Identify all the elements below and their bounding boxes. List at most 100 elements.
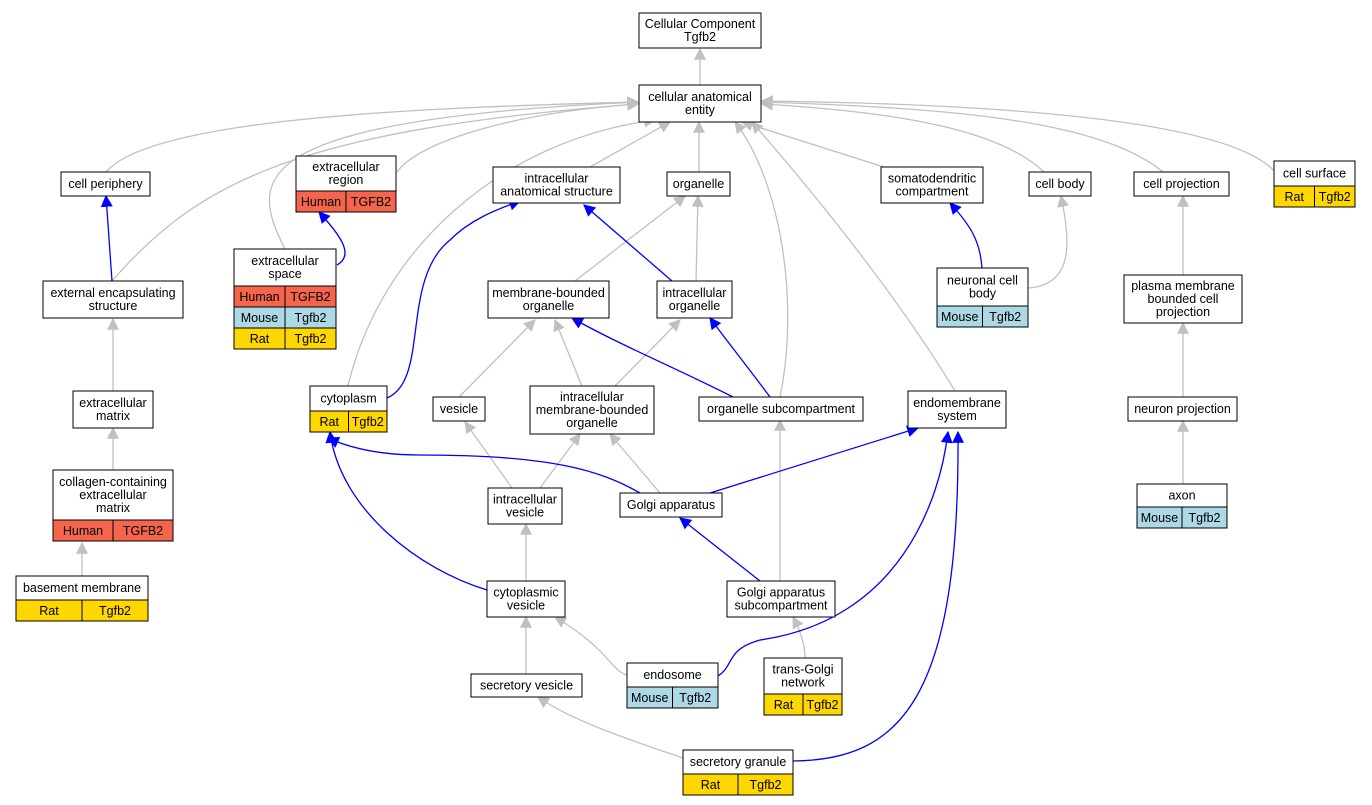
annotation-gene-cell <box>982 305 1029 328</box>
node-label: network <box>781 676 826 690</box>
node-label: extracellular <box>79 488 146 502</box>
annotation-species: Rat <box>701 778 721 792</box>
node-label: cell surface <box>1283 167 1346 181</box>
node-cell-periphery[interactable]: cell periphery <box>60 171 151 197</box>
node-label: Cellular Component <box>645 17 756 31</box>
node-label: organelle <box>673 177 724 191</box>
annotation-gene-cell <box>345 190 397 213</box>
node-label: projection <box>1156 305 1210 319</box>
edge-cell-surface-to-cae <box>760 95 1276 173</box>
node-label: organelle <box>566 416 617 430</box>
edge-intracellular-vesicle-to-vesicle <box>464 421 513 489</box>
node-label: secretory vesicle <box>480 679 573 693</box>
annotation-gene-cell <box>112 519 174 542</box>
edge-membrane-bounded-to-organelle <box>574 195 686 282</box>
annotation-gene: TGFB2 <box>351 195 391 209</box>
node-label: Tgfb2 <box>684 30 716 44</box>
node-label: endomembrane <box>913 396 1001 410</box>
node-organelle-subcomp[interactable]: organelle subcompartment <box>698 396 864 422</box>
node-box <box>486 580 566 618</box>
annotation-gene-cell <box>737 773 794 796</box>
node-cell-body[interactable]: cell body <box>1028 171 1092 197</box>
node-label: neuron projection <box>1134 402 1231 416</box>
edge-vesicle-to-membrane-bounded <box>458 319 536 398</box>
node-box <box>470 673 583 698</box>
node-label: intracellular <box>663 286 727 300</box>
node-golgi[interactable]: Golgi apparatus <box>619 492 723 518</box>
node-label: space <box>268 267 301 281</box>
node-box <box>487 487 563 525</box>
node-label: Golgi apparatus <box>737 586 825 600</box>
node-organelle[interactable]: organelle <box>666 171 731 197</box>
edge-organelle-subcomp-part-of-membrane-bounded <box>570 317 734 398</box>
node-label: basement membrane <box>23 581 141 595</box>
node-label: membrane-bounded <box>536 403 649 417</box>
node-cell-projection[interactable]: cell projection <box>1133 171 1230 197</box>
edge-organelle-subcomp-to-cae <box>734 121 789 398</box>
node-vesicle[interactable]: vesicle <box>432 396 486 422</box>
annotation-species: Mouse <box>941 310 979 324</box>
node-label: cell projection <box>1143 177 1219 191</box>
node-neuron-projection[interactable]: neuron projection <box>1127 396 1238 422</box>
node-collagen-ecm[interactable]: collagen-containingextracellularmatrixHu… <box>52 469 174 542</box>
edge-neuronal-cell-body-to-cell-body <box>1027 194 1070 289</box>
node-label: endosome <box>643 668 701 682</box>
annotation-species: Rat <box>774 698 794 712</box>
node-box <box>698 396 864 422</box>
edge-extracellular-space-part-of-extracellular-region <box>318 211 346 266</box>
node-label: cellular anatomical <box>648 90 752 104</box>
node-box <box>60 171 151 197</box>
node-label: matrix <box>96 501 131 515</box>
node-box <box>42 280 184 319</box>
node-secretory-vesicle[interactable]: secretory vesicle <box>470 673 583 698</box>
annotation-species: Human <box>301 195 341 209</box>
edge-organelle-subcomp-part-of-intracellular-org <box>709 317 771 398</box>
edge-intracellular-mbo-to-membrane-bounded <box>553 318 583 387</box>
edge-neuronal-cell-body-part-of-somatodendritic <box>949 202 983 269</box>
annotation-gene: Tgfb2 <box>1319 190 1351 204</box>
edge-endosome-part-of-endomembrane <box>717 430 953 677</box>
annotation-gene: Tgfb2 <box>1189 511 1221 525</box>
edge-intracellular-org-to-organelle <box>691 194 704 282</box>
edge-cell-projection-to-cae <box>760 96 1164 173</box>
annotation-gene: Tgfb2 <box>295 311 327 325</box>
node-label: entity <box>685 103 716 117</box>
node-label: axon <box>1168 489 1195 503</box>
node-label: trans-Golgi <box>772 663 833 677</box>
node-label: organelle <box>669 299 720 313</box>
annotation-gene-cell <box>284 327 337 350</box>
node-label: secretory granule <box>690 755 787 769</box>
edge-intracellular-org-part-of-intracellular-anat <box>583 204 673 282</box>
node-label: vesicle <box>506 506 544 520</box>
edge-secretory-granule-to-secretory-vesicle <box>537 696 684 759</box>
edge-intracellular-mbo-to-intracellular-org <box>614 319 681 387</box>
node-label: cytoplasm <box>320 392 376 406</box>
annotation-gene: Tgfb2 <box>295 332 327 346</box>
